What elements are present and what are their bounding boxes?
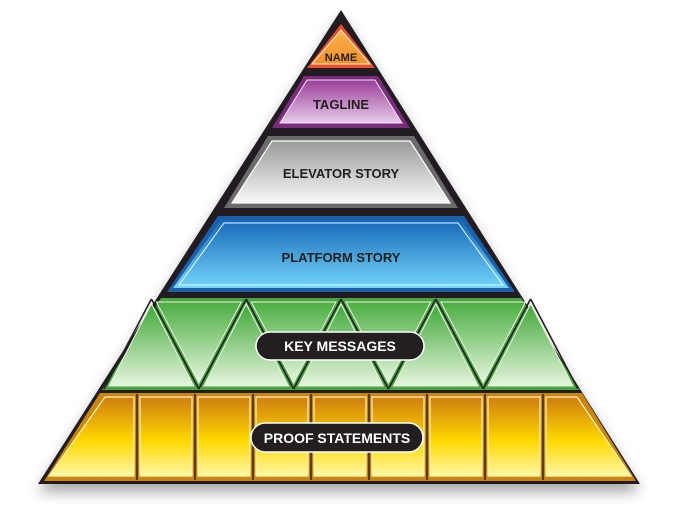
key-message-segment bbox=[439, 301, 527, 385]
tier-key-messages[interactable]: KEY MESSAGES bbox=[102, 298, 580, 390]
proof-statements-badge: PROOF STATEMENTS bbox=[250, 422, 424, 453]
tier-name[interactable]: NAME bbox=[307, 24, 375, 68]
tier-name-label: NAME bbox=[325, 52, 357, 64]
tier-tagline-label: TAGLINE bbox=[313, 97, 369, 112]
tier-platform-story-fill bbox=[173, 220, 509, 288]
tier-elevator-story-label: ELEVATOR STORY bbox=[283, 166, 400, 181]
key-message-divider bbox=[150, 298, 200, 390]
proof-statement-segment bbox=[197, 396, 251, 477]
proof-statement-segment bbox=[429, 396, 483, 477]
key-message-divider bbox=[435, 298, 484, 390]
tier-name-fill bbox=[310, 29, 372, 65]
proof-statements-badge-bg bbox=[250, 422, 424, 453]
key-message-segment bbox=[487, 302, 574, 387]
key-message-divider bbox=[482, 298, 532, 390]
tier-elevator-story-fill bbox=[230, 140, 452, 204]
tier-elevator-story[interactable]: ELEVATOR STORY bbox=[224, 136, 458, 208]
proof-statement-segment bbox=[47, 396, 135, 477]
proof-statement-segments bbox=[47, 394, 633, 480]
tier-platform-story-highlight bbox=[178, 222, 504, 286]
tier-proof-statements[interactable]: PROOF STATEMENTS bbox=[44, 393, 636, 481]
key-message-segment bbox=[155, 301, 243, 385]
proof-statement-segment bbox=[545, 396, 633, 477]
key-message-divider bbox=[103, 298, 153, 390]
proof-statements-label: PROOF STATEMENTS bbox=[264, 430, 410, 446]
key-messages-label: KEY MESSAGES bbox=[284, 338, 396, 354]
tier-tagline[interactable]: TAGLINE bbox=[272, 76, 410, 128]
key-message-divider bbox=[529, 298, 579, 390]
tier-tagline-fill bbox=[279, 79, 403, 124]
proof-statement-segment bbox=[487, 396, 541, 477]
key-message-divider bbox=[198, 298, 247, 390]
key-messages-badge-bg bbox=[255, 331, 425, 361]
proof-statement-segment bbox=[139, 396, 193, 477]
tier-platform-story[interactable]: PLATFORM STORY bbox=[167, 216, 515, 292]
key-message-segment bbox=[108, 302, 195, 387]
key-messages-badge: KEY MESSAGES bbox=[255, 331, 425, 361]
tier-platform-story-label: PLATFORM STORY bbox=[282, 250, 401, 265]
